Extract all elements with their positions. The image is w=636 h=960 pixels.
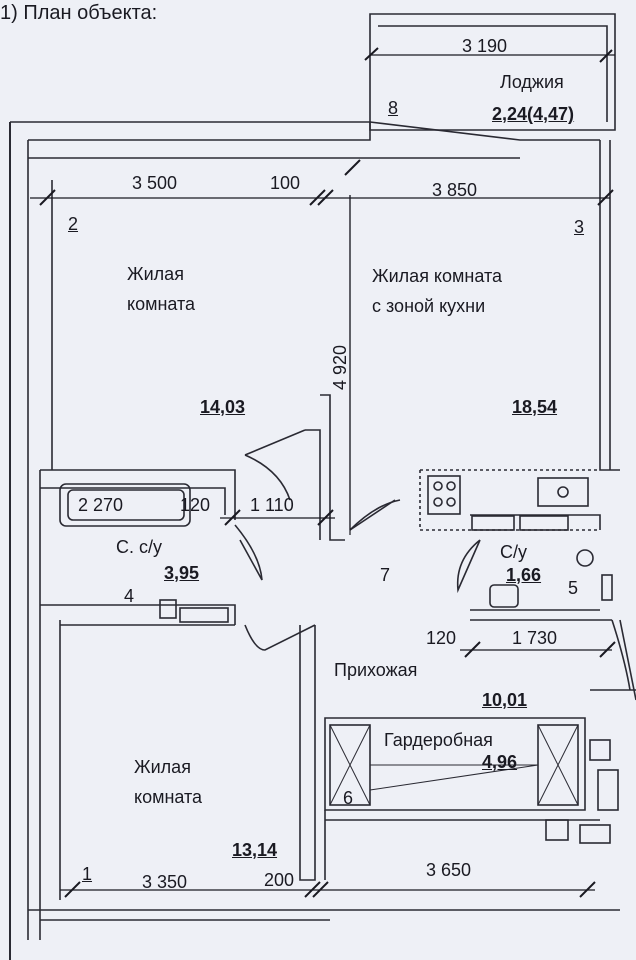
hall7-label: Прихожая xyxy=(334,660,418,680)
dim-top-mid: 100 xyxy=(270,173,301,193)
door-arc-room1 xyxy=(244,624,316,651)
room1-label-line1: Жилая xyxy=(134,757,191,777)
dim-bath-wall: 120 xyxy=(180,495,211,515)
wc-wall xyxy=(470,514,601,530)
dim-height-vertical: 4 920 xyxy=(330,344,350,390)
hall7-number: 7 xyxy=(380,565,391,585)
wardrobe6-label: Гардеробная xyxy=(384,730,493,750)
door-arc-bath xyxy=(234,524,263,581)
loggia-outline xyxy=(369,13,616,131)
plan-title: 1) План объекта: xyxy=(0,2,158,24)
room2-number: 2 xyxy=(68,214,79,234)
right-wall xyxy=(599,140,620,471)
room1-area: 13,14 xyxy=(232,840,278,860)
loggia-front xyxy=(369,121,600,141)
wc5-number: 5 xyxy=(568,578,579,598)
bath4-number: 4 xyxy=(124,586,135,606)
wc5-area: 1,66 xyxy=(506,565,542,585)
dim-wc-width: 1 730 xyxy=(512,628,558,648)
dim-top-left: 3 500 xyxy=(132,173,178,193)
loggia-area: 2,24(4,47) xyxy=(492,104,575,124)
dim-top-right: 3 850 xyxy=(432,180,478,200)
loggia-inner xyxy=(378,25,608,122)
door-arc-wc xyxy=(456,539,481,594)
right-lower-wall xyxy=(619,619,636,701)
bathtub xyxy=(59,483,191,527)
bath4-area: 3,95 xyxy=(164,563,200,583)
dim-bath-door: 1 110 xyxy=(250,495,294,515)
wardrobe6-number: 6 xyxy=(343,788,354,808)
loggia-label: Лоджия xyxy=(500,72,564,92)
bath-wall xyxy=(40,469,236,520)
stove xyxy=(427,475,461,515)
wardrobe6-area: 4,96 xyxy=(482,752,518,772)
room1-partition xyxy=(299,625,316,881)
room3-number: 3 xyxy=(574,217,585,237)
loggia-number: 8 xyxy=(388,98,399,118)
wardrobe-wall xyxy=(324,717,586,811)
dim-bottom-mid: 200 xyxy=(264,870,295,890)
door-arc-room2 xyxy=(244,454,291,501)
room2-label-line2: комната xyxy=(127,294,196,314)
door-arc-room3 xyxy=(349,499,401,531)
bath4-label: С. с/у xyxy=(116,537,163,557)
room1-label-line2: комната xyxy=(134,787,203,807)
dim-bath-width: 2 270 xyxy=(78,495,124,515)
hall7-area: 10,01 xyxy=(482,690,528,710)
room3-label-line2: с зоной кухни xyxy=(372,296,486,316)
dim-bottom-right: 3 650 xyxy=(426,860,472,880)
room2-label-line1: Жилая xyxy=(127,264,184,284)
top-wall xyxy=(10,121,371,141)
room3-area: 18,54 xyxy=(512,397,558,417)
dim-bottom-left: 3 350 xyxy=(142,872,188,892)
wc5-label: С/у xyxy=(500,542,527,562)
room2-area: 14,03 xyxy=(200,397,246,417)
room1-number: 1 xyxy=(82,864,93,884)
room3-label-line1: Жилая комната xyxy=(372,266,503,286)
wc-toilet xyxy=(576,549,594,567)
dim-wc-wall: 120 xyxy=(426,628,457,648)
kitchen-sink xyxy=(537,477,589,507)
door-arc-entry xyxy=(611,619,631,691)
loggia-width: 3 190 xyxy=(462,36,508,56)
